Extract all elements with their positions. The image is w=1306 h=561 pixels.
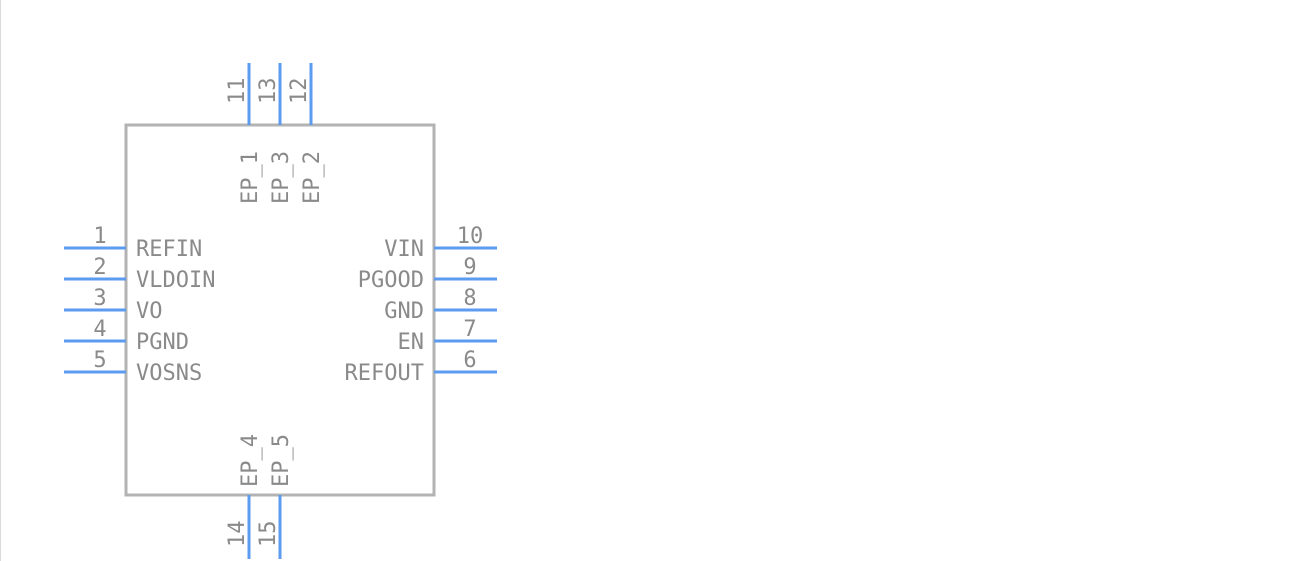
pin-name: EP_5: [269, 434, 294, 487]
pin-name: VLDOIN: [136, 268, 215, 293]
pin-name: EP_2: [300, 151, 325, 204]
pin-number: 8: [463, 286, 476, 311]
pin-name: REFOUT: [345, 361, 424, 386]
canvas-edge-line: [0, 0, 1, 561]
pin-number: 9: [463, 255, 476, 280]
pin-name: EP_3: [269, 151, 294, 204]
pin-number: 6: [463, 348, 476, 373]
pin-number: 15: [256, 521, 281, 548]
pin-name: VOSNS: [136, 361, 202, 386]
pin-name: EP_1: [238, 151, 263, 204]
pin-name: EP_4: [238, 434, 263, 487]
pin-number: 5: [93, 348, 106, 373]
pin-number: 7: [463, 317, 476, 342]
pin-number: 4: [93, 317, 106, 342]
pin-number: 10: [457, 224, 484, 249]
pin-name: PGND: [136, 330, 189, 355]
pin-number: 2: [93, 255, 106, 280]
bottom-pin-group: 14 EP_4 15 EP_5: [225, 434, 294, 559]
pin-name: VIN: [384, 237, 424, 262]
pin-number: 12: [287, 78, 312, 105]
pin-name: EN: [398, 330, 425, 355]
pin-number: 1: [93, 224, 106, 249]
pin-number: 14: [225, 521, 250, 548]
pin-name: GND: [384, 299, 424, 324]
pin-number: 3: [93, 286, 106, 311]
pin-number: 13: [256, 78, 281, 105]
pin-number: 11: [225, 78, 250, 105]
pin-name: VO: [136, 299, 163, 324]
pin-name: PGOOD: [358, 268, 424, 293]
pin-name: REFIN: [136, 237, 202, 262]
